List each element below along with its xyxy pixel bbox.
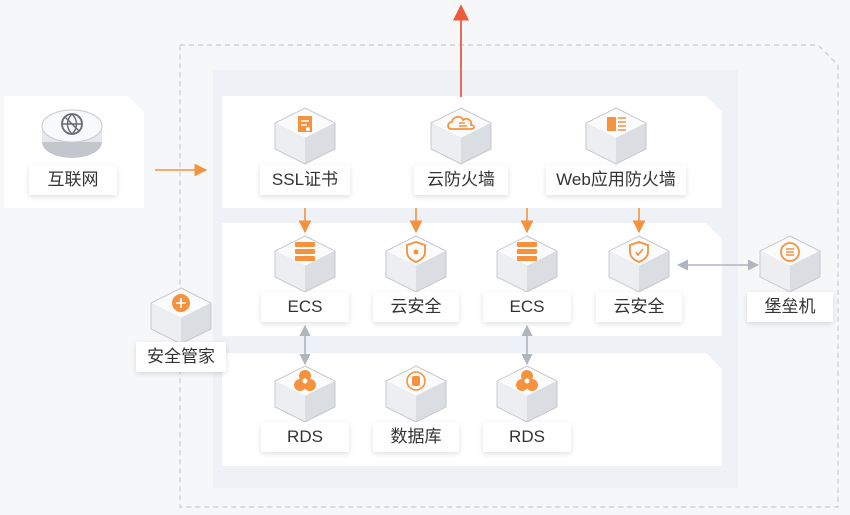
database-cluster-icon — [496, 365, 558, 423]
waf-icon — [585, 107, 647, 165]
database-icon — [385, 365, 447, 423]
boundary-dashed-border — [179, 44, 839, 508]
certificate-icon — [274, 107, 336, 165]
server-icon — [274, 235, 336, 293]
database-label: 数据库 — [373, 422, 459, 452]
cloud-firewall-icon — [430, 107, 492, 165]
shield-icon — [608, 235, 670, 293]
cloud-firewall-label: 云防火墙 — [414, 165, 508, 195]
ssl-label: SSL证书 — [260, 165, 350, 195]
waf-label: Web应用防火墙 — [546, 165, 686, 195]
cloud-security2-label: 云安全 — [596, 292, 682, 322]
rds2-label: RDS — [483, 422, 571, 452]
security-manager-label: 安全管家 — [136, 342, 226, 372]
rds1-label: RDS — [261, 422, 349, 452]
shield-icon — [385, 235, 447, 293]
bastion-label: 堡垒机 — [747, 292, 833, 322]
cloud-security1-label: 云安全 — [373, 292, 459, 322]
ecs1-label: ECS — [261, 292, 349, 322]
globe-icon — [41, 109, 103, 158]
bastion-icon — [759, 235, 821, 293]
security-manager-icon — [150, 287, 212, 345]
database-cluster-icon — [274, 365, 336, 423]
ecs2-label: ECS — [483, 292, 571, 322]
internet-label: 互联网 — [29, 165, 117, 195]
server-icon — [496, 235, 558, 293]
